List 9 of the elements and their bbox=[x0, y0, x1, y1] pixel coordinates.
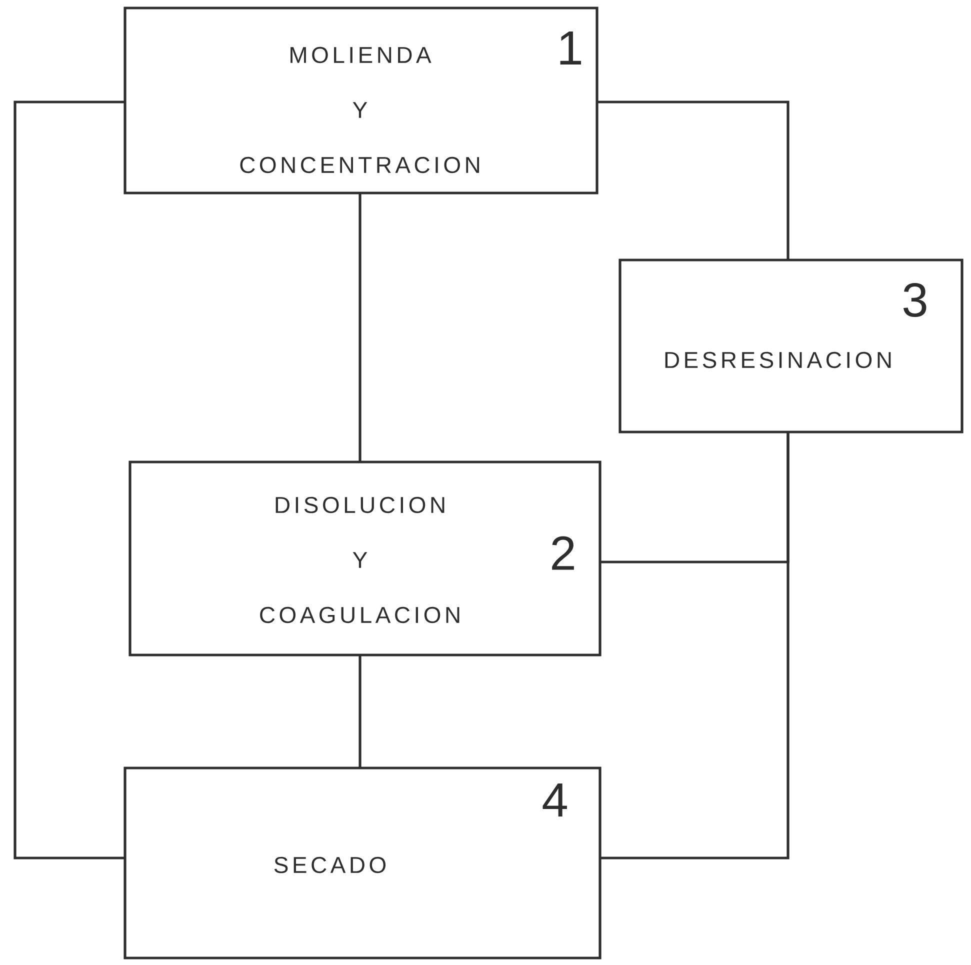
connector-line bbox=[358, 193, 362, 462]
process-box: 4 SECADO bbox=[124, 766, 602, 960]
connector-line bbox=[358, 655, 362, 768]
process-box: 3 DESRESINACION bbox=[618, 258, 964, 434]
connector-line bbox=[597, 100, 790, 260]
process-box: MOLIENDA Y CONCENTRACION 1 bbox=[124, 6, 598, 194]
process-box: DISOLUCION Y COAGULACION 2 bbox=[128, 460, 602, 656]
connector-line bbox=[600, 432, 790, 860]
connector-line bbox=[14, 100, 125, 860]
